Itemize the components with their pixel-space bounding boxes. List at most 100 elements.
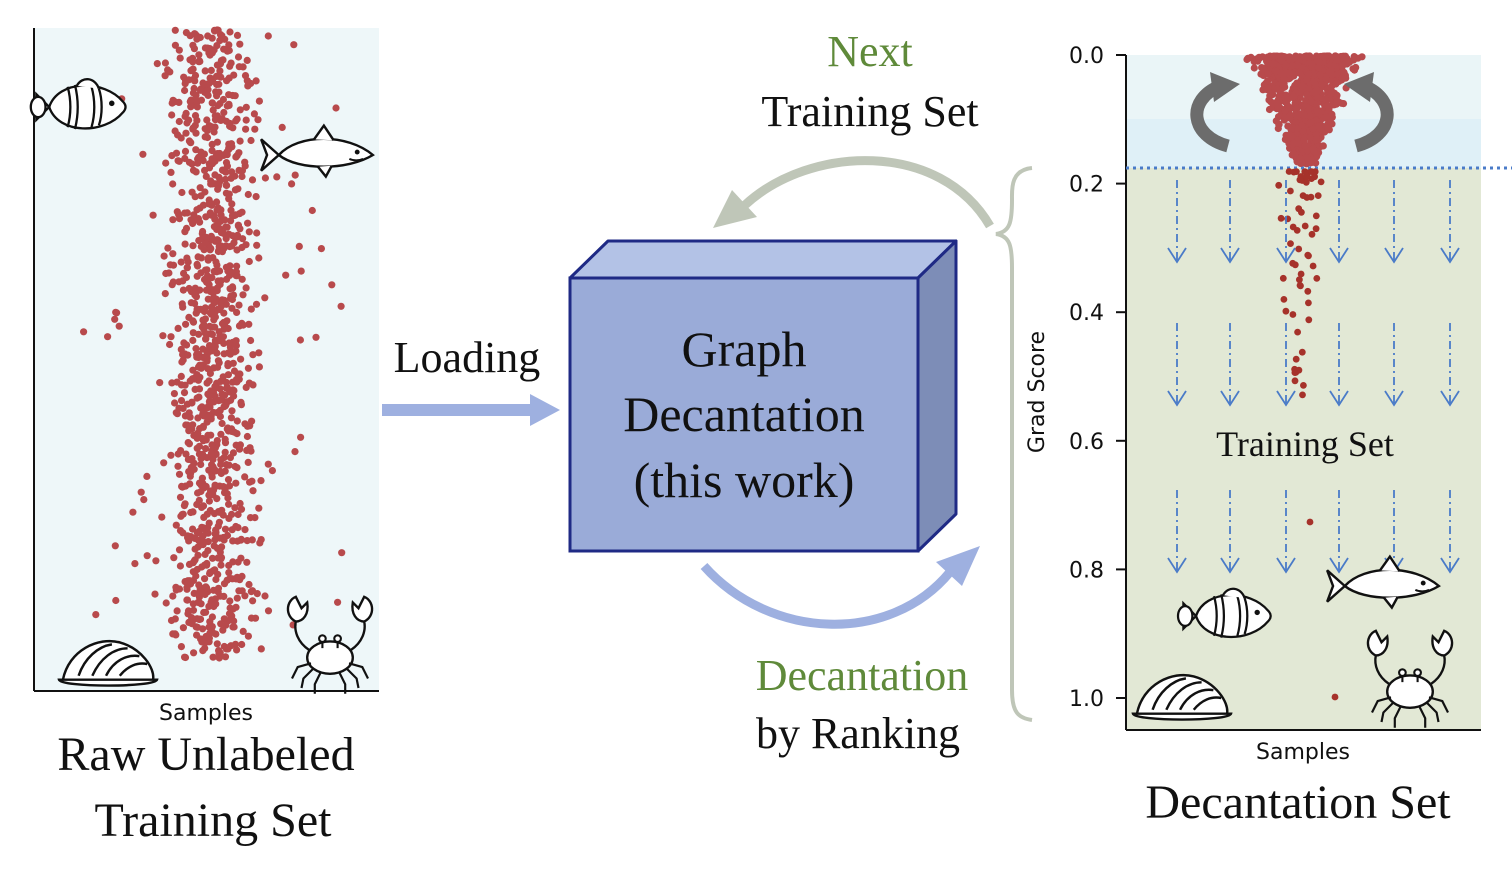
sample-dot: [230, 367, 239, 375]
sample-dot: [193, 103, 201, 111]
sample-dot: [230, 239, 238, 247]
sample-dot: [238, 243, 246, 252]
sample-dot: [214, 554, 222, 562]
sample-dot: [1250, 64, 1258, 72]
sample-dot: [191, 30, 199, 38]
sample-dot: [233, 308, 241, 316]
sample-dot: [1291, 261, 1299, 269]
sample-dot: [225, 569, 233, 577]
sample-dot: [1297, 270, 1305, 278]
sample-dot: [222, 189, 230, 197]
sample-dot: [196, 373, 204, 381]
sample-dot: [181, 412, 189, 420]
sample-dot: [1303, 91, 1311, 99]
sample-dot: [1325, 106, 1333, 114]
sample-dot: [223, 150, 231, 158]
sample-dot: [230, 623, 238, 631]
sample-dot: [201, 133, 209, 141]
sample-dot: [1277, 214, 1285, 222]
sample-dot: [203, 272, 212, 280]
sample-dot: [225, 91, 233, 99]
sample-dot: [1264, 84, 1272, 92]
sample-dot: [209, 567, 217, 575]
sample-dot: [184, 577, 192, 585]
sample-dot: [191, 534, 199, 543]
sample-dot: [257, 477, 265, 485]
sample-dot: [248, 477, 256, 485]
sample-dot: [247, 305, 255, 313]
sample-dot: [245, 228, 253, 236]
y-tick-label: 0.0: [1069, 44, 1104, 69]
sample-dot: [164, 66, 172, 74]
sample-dot: [153, 60, 161, 68]
sample-dot: [1306, 134, 1314, 142]
sample-dot: [211, 171, 219, 179]
sample-dot: [203, 404, 211, 412]
sample-dot: [215, 178, 224, 186]
sample-dot: [1299, 391, 1306, 399]
sample-dot: [1286, 112, 1294, 121]
sample-dot: [249, 351, 257, 359]
sample-dot: [174, 462, 182, 470]
sample-dot: [1282, 62, 1290, 70]
sample-dot: [1287, 187, 1294, 195]
sample-dot: [206, 246, 214, 254]
sample-dot: [177, 134, 185, 142]
sample-dot: [189, 336, 197, 344]
decantation-arrow: [700, 563, 954, 629]
sample-dot: [1312, 212, 1320, 220]
sample-dot: [261, 592, 269, 600]
sample-dot: [212, 600, 220, 608]
sample-dot: [217, 302, 225, 310]
sample-dot: [1287, 240, 1294, 248]
sample-dot: [1297, 155, 1305, 163]
sample-dot: [213, 640, 221, 648]
sample-dot: [167, 333, 175, 341]
sample-dot: [1317, 178, 1325, 186]
sample-dot: [194, 590, 203, 598]
sample-dot: [237, 401, 245, 409]
sample-dot: [203, 266, 211, 274]
sample-dot: [229, 558, 237, 566]
sample-dot: [195, 393, 203, 401]
sample-dot: [180, 269, 188, 277]
sample-dot: [178, 300, 186, 308]
sample-dot: [175, 546, 184, 554]
sample-dot: [199, 625, 207, 633]
sample-dot: [204, 431, 212, 439]
sample-dot: [202, 233, 210, 241]
sample-dot: [253, 229, 261, 237]
sample-dot: [233, 262, 241, 270]
sample-dot: [212, 526, 220, 534]
sample-dot: [1313, 275, 1321, 282]
sample-dot: [1305, 252, 1312, 260]
lower-region-background: [1126, 168, 1481, 730]
sample-dot: [202, 482, 210, 491]
sample-dot: [199, 502, 208, 510]
sample-dot: [225, 514, 233, 523]
sample-dot: [328, 281, 336, 289]
sample-dot: [217, 396, 225, 404]
grad-range-brace: [995, 166, 1033, 722]
sample-dot: [264, 32, 272, 40]
sample-dot: [230, 617, 238, 625]
sample-dot: [231, 504, 239, 512]
sample-dot: [201, 575, 209, 583]
sample-dot: [206, 209, 214, 217]
sample-dot: [1277, 69, 1285, 77]
sample-dot: [197, 242, 205, 251]
sample-dot: [212, 575, 220, 584]
sample-dot: [186, 98, 194, 106]
sample-dot: [177, 258, 185, 266]
sample-dot: [171, 615, 179, 623]
sample-dot: [189, 525, 197, 533]
sample-dot: [1293, 79, 1301, 87]
sample-dot: [192, 146, 200, 154]
sample-dot: [204, 295, 212, 303]
sample-dot: [200, 150, 208, 158]
next-label: Next: [827, 27, 913, 76]
sample-dot: [282, 271, 290, 279]
sample-dot: [1308, 230, 1316, 238]
sample-dot: [215, 649, 223, 658]
sample-dot: [1309, 125, 1317, 133]
